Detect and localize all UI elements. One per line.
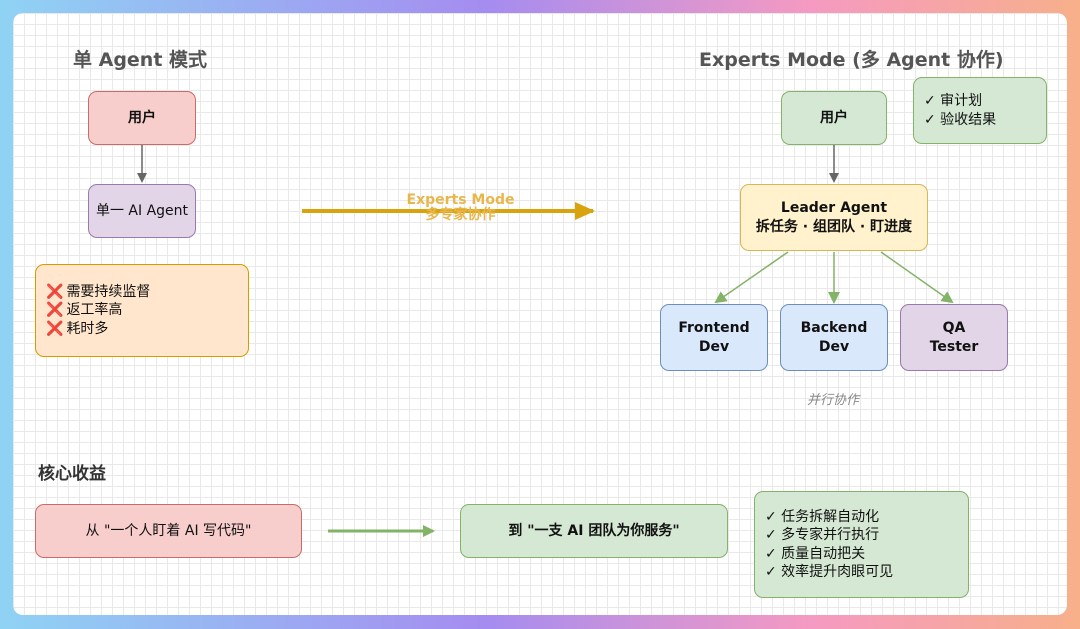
responsibility-item: ✓ 审计划 bbox=[924, 93, 983, 110]
before-statement-box: 从 "一个人盯着 AI 写代码" bbox=[35, 504, 302, 558]
cross-icon: ❌ bbox=[46, 302, 64, 319]
issue-item: ❌返工率高 bbox=[46, 302, 123, 319]
leader-agent-node: Leader Agent 拆任务 · 组团队 · 盯进度 bbox=[740, 184, 928, 251]
benefit-item: ✓ 效率提升肉眼可见 bbox=[765, 563, 894, 580]
arrow-leader-to-qa bbox=[880, 251, 954, 304]
arrow-leader-to-frontend bbox=[714, 251, 789, 304]
transition-label: Experts Mode 多专家协作 bbox=[406, 192, 515, 224]
benefits-list-box: ✓ 任务拆解自动化 ✓ 多专家并行执行 ✓ 质量自动把关 ✓ 效率提升肉眼可见 bbox=[754, 491, 969, 598]
issue-item: ❌需要持续监督 bbox=[46, 283, 151, 300]
single-user-node: 用户 bbox=[88, 91, 196, 145]
after-statement-box: 到 "一支 AI 团队为你服务" bbox=[460, 504, 728, 558]
benefit-item: ✓ 多专家并行执行 bbox=[765, 527, 880, 544]
benefits-title: 核心收益 bbox=[38, 464, 106, 484]
cross-icon: ❌ bbox=[46, 283, 64, 300]
connector-layer bbox=[137, 145, 954, 537]
experts-user-node: 用户 bbox=[781, 91, 887, 145]
qa-tester-node: QA Tester bbox=[900, 304, 1008, 371]
benefit-item: ✓ 质量自动把关 bbox=[765, 545, 866, 562]
responsibility-item: ✓ 验收结果 bbox=[924, 111, 997, 128]
user-responsibilities-box: ✓ 审计划 ✓ 验收结果 bbox=[913, 77, 1047, 144]
before-statement: 从 "一个人盯着 AI 写代码" bbox=[85, 522, 252, 539]
frontend-dev-node: Frontend Dev bbox=[660, 304, 768, 371]
leader-agent-name: Leader Agent bbox=[780, 200, 888, 217]
leader-agent-duties: 拆任务 · 组团队 · 盯进度 bbox=[755, 218, 913, 235]
single-mode-title: 单 Agent 模式 bbox=[73, 49, 208, 71]
issue-item: ❌耗时多 bbox=[46, 320, 109, 337]
experts-user-label: 用户 bbox=[820, 109, 848, 126]
experts-mode-title: Experts Mode (多 Agent 协作) bbox=[699, 49, 1004, 71]
single-user-label: 用户 bbox=[128, 109, 156, 126]
single-agent-label: 单一 AI Agent bbox=[95, 202, 189, 219]
diagram-canvas: 单 Agent 模式 用户 单一 AI Agent ❌需要持续监督 ❌返工率高 … bbox=[13, 13, 1067, 615]
parallel-note: 并行协作 bbox=[807, 393, 860, 408]
single-issues-box: ❌需要持续监督 ❌返工率高 ❌耗时多 bbox=[35, 264, 249, 357]
cross-icon: ❌ bbox=[46, 320, 64, 337]
after-statement: 到 "一支 AI 团队为你服务" bbox=[508, 522, 680, 539]
single-agent-node: 单一 AI Agent bbox=[88, 184, 196, 238]
backend-dev-node: Backend Dev bbox=[780, 304, 888, 371]
benefit-item: ✓ 任务拆解自动化 bbox=[765, 508, 880, 525]
